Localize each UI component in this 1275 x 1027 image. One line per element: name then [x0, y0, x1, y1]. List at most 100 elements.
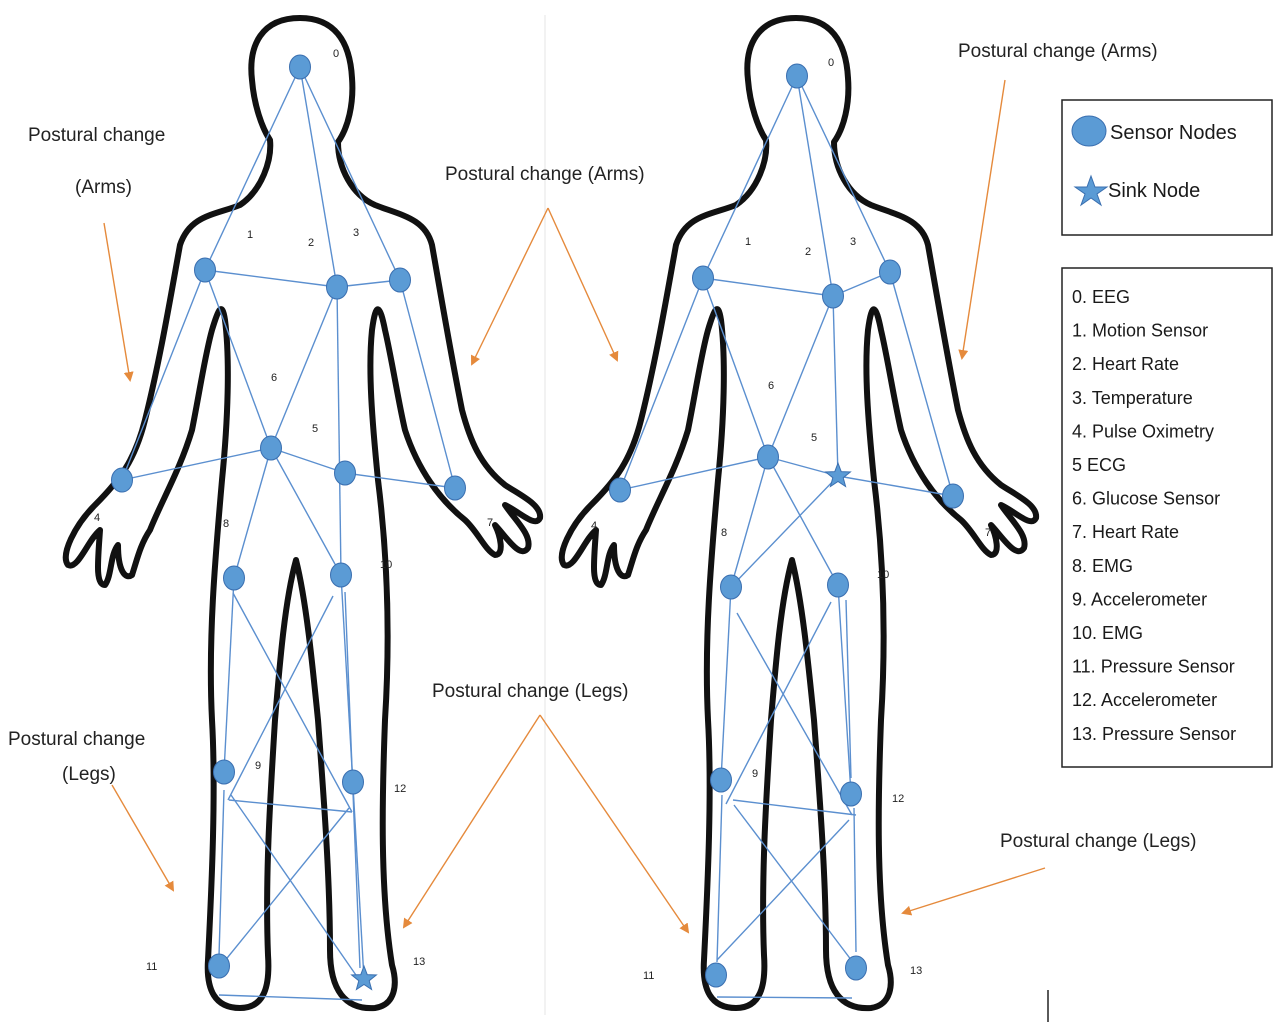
right-sensor-node-6: [758, 445, 779, 469]
legend-list-item: 10. EMG: [1072, 623, 1143, 643]
right-sensor-node-8: [721, 575, 742, 599]
right-sensor-node-3: [880, 260, 901, 284]
legend-list-item: 3. Temperature: [1072, 388, 1193, 408]
right-sensor-node-12: [841, 782, 862, 806]
left-network-nodes: [112, 55, 466, 990]
left-leg-edge-3: [231, 795, 358, 978]
left-node-number-8: 8: [223, 518, 229, 530]
right-sensor-node-13: [846, 956, 867, 980]
right-leg-edge-4: [717, 820, 849, 960]
right-node-number-9: 9: [752, 768, 758, 780]
left-edge-1-6: [205, 270, 271, 448]
right-leg-edge-8: [854, 808, 856, 952]
left-edge-4-6: [122, 448, 271, 480]
left-sensor-node-7: [445, 476, 466, 500]
right-leg-edge-0: [737, 613, 852, 815]
right-node-number-0: 0: [828, 57, 834, 69]
left-edge-2-6: [271, 287, 337, 448]
left-network-edges: [122, 67, 455, 1000]
right-node-number-10: 10: [877, 569, 889, 581]
legend-sink-node: Sink Node: [1108, 180, 1200, 202]
right-sensor-node-10: [828, 573, 849, 597]
legend-list-item: 1. Motion Sensor: [1072, 321, 1208, 341]
left-sensor-node-9: [214, 760, 235, 784]
left-legs-label-line1: Postural change: [8, 729, 145, 750]
right-sensor-node-0: [787, 64, 808, 88]
right-sensor-node-1: [693, 266, 714, 290]
sensor-node-legend-icon: [1072, 116, 1106, 146]
left-node-number-13: 13: [413, 956, 425, 968]
left-sensor-node-3: [390, 268, 411, 292]
legend-list-item: 8. EMG: [1072, 556, 1133, 576]
left-legs-label-line2: (Legs): [62, 764, 116, 785]
left-sensor-node-5: [335, 461, 356, 485]
left-sensor-node-10: [331, 563, 352, 587]
legend-list-item: 11. Pressure Sensor: [1072, 657, 1235, 677]
left-edge-6-8: [234, 448, 271, 578]
arrow-center-leg-right: [540, 715, 688, 932]
left-sensor-node-12: [343, 770, 364, 794]
left-node-number-10: 10: [380, 559, 392, 571]
left-sensor-node-6: [261, 436, 282, 460]
legend-list-item: 2. Heart Rate: [1072, 354, 1179, 374]
arrow-right-arm: [962, 80, 1005, 358]
left-node-number-0: 0: [333, 48, 339, 60]
left-node-number-5: 5: [312, 423, 318, 435]
right-edge-0-3: [797, 76, 890, 272]
right-node-number-6: 6: [768, 380, 774, 392]
legend-list-item: 4. Pulse Oximetry: [1072, 421, 1214, 441]
left-edge-0-2: [300, 67, 337, 287]
left-edge-6-10: [271, 448, 341, 575]
arrow-center-leg-left: [404, 715, 540, 927]
right-edge-3-7: [890, 272, 953, 496]
right-node-number-2: 2: [805, 246, 811, 258]
left-leg-edge-2: [229, 800, 352, 812]
right-node-number-1: 1: [745, 236, 751, 248]
right-arms-label: Postural change (Arms): [958, 41, 1158, 62]
legend-list-box: 0. EEG 1. Motion Sensor 2. Heart Rate 3. Te…: [1062, 268, 1272, 767]
left-node-number-3: 3: [353, 227, 359, 239]
right-sensor-node-9: [711, 768, 732, 792]
arrow-left-arm: [104, 223, 130, 380]
right-sensor-node-2: [823, 284, 844, 308]
center-arms-label: Postural change (Arms): [445, 164, 645, 185]
arrow-center-arm-left: [472, 208, 548, 364]
left-arms-label-line2: (Arms): [75, 177, 132, 198]
left-sensor-node-8: [224, 566, 245, 590]
right-edge-1-6: [703, 278, 768, 457]
left-edge-1-4: [122, 270, 205, 480]
right-leg-edge-5: [717, 997, 852, 998]
left-node-number-6: 6: [271, 372, 277, 384]
right-node-number-7: 7: [985, 527, 991, 539]
legend-list-item: 12. Accelerometer: [1072, 690, 1217, 710]
legend-list-item: 5 ECG: [1072, 455, 1126, 475]
right-node-number-4: 4: [591, 520, 597, 532]
left-node-number-4: 4: [94, 512, 100, 524]
right-node-number-5: 5: [811, 432, 817, 444]
right-sensor-node-11: [706, 963, 727, 987]
left-edge-2-10: [337, 287, 341, 575]
legend-sensor-nodes: Sensor Nodes: [1110, 122, 1237, 144]
left-sensor-node-1: [195, 258, 216, 282]
left-sensor-node-4: [112, 468, 133, 492]
left-leg-edge-0: [233, 593, 352, 812]
left-edge-1-2: [205, 270, 337, 287]
right-leg-edge-2: [733, 800, 856, 815]
left-edge-5-7: [345, 473, 455, 488]
right-leg-edge-3: [734, 805, 855, 965]
left-sensor-node-2: [327, 275, 348, 299]
left-node-number-11: 11: [146, 961, 157, 973]
right-edge-1-2: [703, 278, 833, 296]
left-edge-8-9: [224, 578, 234, 772]
right-edge-4-6: [620, 457, 768, 490]
right-node-number-8: 8: [721, 527, 727, 539]
left-sensor-node-0: [290, 55, 311, 79]
left-sensor-node-11: [209, 954, 230, 978]
right-sink-node-5: [826, 463, 851, 487]
center-legs-label: Postural change (Legs): [432, 681, 628, 702]
right-edge-5-7: [838, 476, 953, 496]
right-node-number-13: 13: [910, 965, 922, 977]
legend-list-item: 0. EEG: [1072, 287, 1130, 307]
right-edge-2-6: [768, 296, 833, 457]
